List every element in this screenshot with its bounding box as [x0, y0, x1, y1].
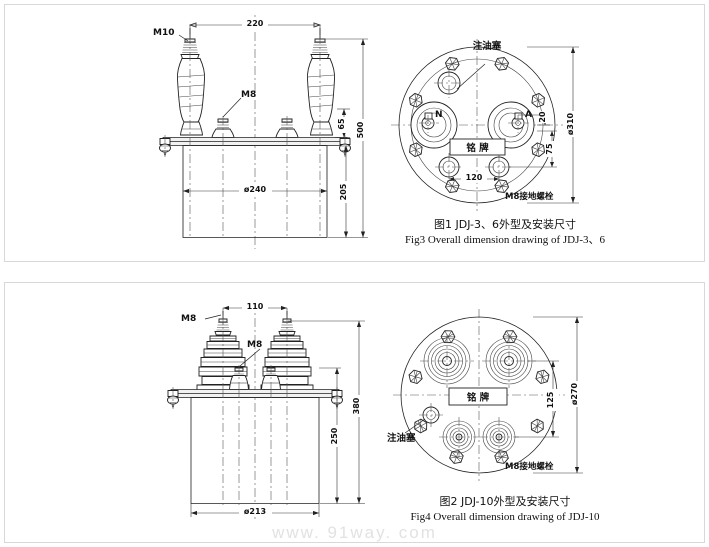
mounting-bolt-right	[339, 135, 351, 157]
dim-tank-height-2: 250	[330, 427, 339, 444]
dim-bushing-spacing: 220	[247, 19, 264, 28]
oil-plug-2	[419, 403, 443, 427]
dim-tank-height: 205	[339, 183, 348, 200]
fig1-caption: 图1 JDJ-3、6外型及安装尺寸 Fig3 Overall dimension…	[335, 218, 675, 248]
dim-bushing-spacing-2: 110	[247, 302, 264, 311]
bushing-left	[176, 28, 206, 139]
fig2-caption-cn: 图2 JDJ-10外型及安装尺寸	[439, 495, 571, 508]
figure-panel-1: 220	[4, 4, 705, 262]
fig2-caption: 图2 JDJ-10外型及安装尺寸 Fig4 Overall dimension …	[335, 495, 675, 525]
fig2-top-view: 注油塞 铭 牌 125	[387, 303, 627, 493]
dim-tank-diameter: ø240	[244, 185, 267, 194]
label-m10: M10	[153, 28, 174, 38]
fig1-top-view: 注油塞 N	[387, 27, 627, 217]
label-oil-plug: 注油塞	[473, 40, 502, 52]
terminal-n: N	[410, 101, 458, 149]
ground-bolts-2	[408, 330, 550, 464]
fig2-caption-en: Fig4 Overall dimension drawing of JDJ-10	[410, 510, 600, 523]
dim-tank-diameter-2: ø213	[244, 507, 266, 516]
label-m8-terminal-2: M8	[247, 340, 262, 350]
mounting-bolt-left	[159, 135, 171, 157]
fig1-front-view: 220	[135, 9, 375, 259]
bushing-right	[306, 28, 336, 139]
site-watermark: www. 91way. com	[272, 523, 437, 542]
figure-panel-2: 110	[4, 282, 705, 543]
dim-terminal-offset: 20	[538, 111, 547, 123]
dim-bushing-height: 65	[337, 118, 346, 130]
dim-total-height-2: 380	[352, 397, 361, 414]
dim-flange-diameter: ø310	[566, 112, 575, 135]
m8-terminal-left	[211, 116, 235, 141]
dim-terminal-spacing: 120	[466, 173, 483, 182]
label-terminal-n: N	[435, 110, 443, 120]
label-ground-bolt-2: M8接地螺栓	[505, 461, 554, 472]
ground-bolts	[409, 57, 545, 193]
label-m8-top-2: M8	[181, 314, 196, 324]
fig1-caption-cn: 图1 JDJ-3、6外型及安装尺寸	[433, 218, 577, 231]
fig2-front-view: 110	[135, 295, 375, 530]
label-nameplate-2: 铭 牌	[467, 392, 490, 404]
m8-terminal-left-2	[229, 365, 249, 393]
terminal-lower-left	[439, 417, 479, 457]
nameplate-2: 铭 牌	[448, 387, 508, 406]
label-m8: M8	[241, 90, 256, 100]
dim-total-height: 500	[356, 121, 365, 138]
dim-nameplate-offset: 75	[545, 143, 554, 155]
dim-terminal-span-2: 125	[546, 391, 555, 408]
label-oil-plug-2: 注油塞	[387, 432, 416, 444]
mounting-hole-br	[485, 153, 513, 181]
mounting-hole-bl	[435, 153, 463, 181]
mounting-bolt-left-2	[167, 387, 179, 409]
label-ground-bolt: M8接地螺栓	[505, 191, 554, 202]
terminal-upper-left	[420, 334, 474, 388]
fig1-caption-en: Fig3 Overall dimension drawing of JDJ-3、…	[404, 233, 606, 246]
m8-terminal-right-2	[261, 365, 281, 393]
terminal-lower-right	[479, 417, 519, 457]
label-nameplate: 铭 牌	[466, 142, 489, 154]
nameplate: 铭 牌	[449, 138, 506, 156]
dim-flange-diameter-2: ø270	[570, 382, 579, 405]
